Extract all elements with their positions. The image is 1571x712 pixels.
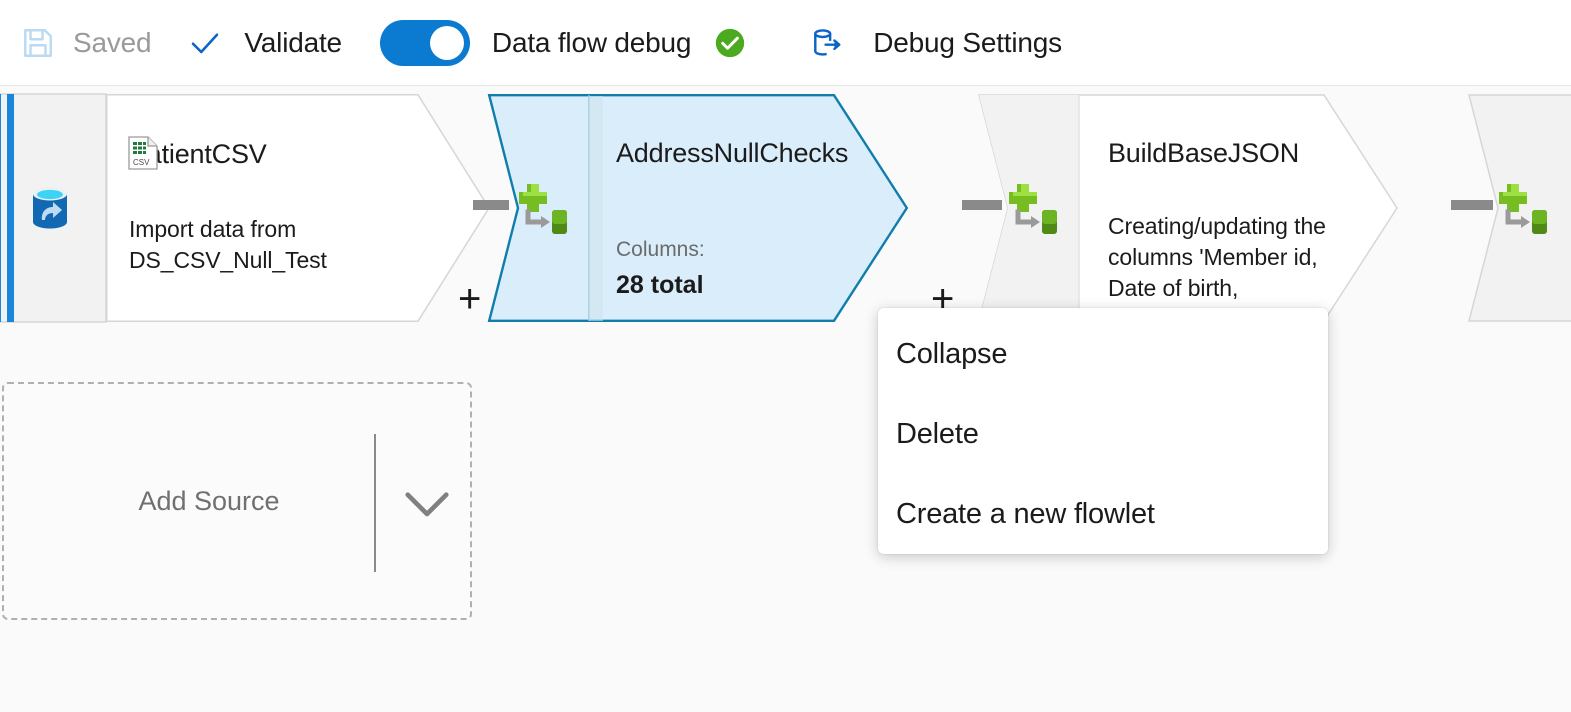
save-icon [20,25,56,61]
connector-addressnullchecks-to-buildbasejson [962,200,1002,210]
node-addressnullchecks-shape [487,94,909,322]
save-button[interactable]: Saved [16,0,155,86]
node-addressnullchecks[interactable]: AddressNullChecks Columns: 28 total + [487,94,954,322]
source-database-icon [24,182,76,238]
derived-column-icon [1492,178,1554,240]
node-next-shape [1468,94,1571,322]
data-flow-canvas[interactable]: PatientCSV CSV Import data from DS_CSV_N… [0,86,1571,712]
connector-buildbasejson-to-next [1451,200,1493,210]
add-source-divider [374,434,376,572]
node-clipped-source[interactable] [0,93,107,323]
add-source-label: Add Source [138,485,280,516]
data-flow-debug-group: Data flow debug [376,0,751,86]
add-source-button[interactable]: Add Source [2,382,472,620]
menu-item-delete[interactable]: Delete [878,394,1328,474]
database-export-icon [807,23,847,63]
debug-settings-label: Debug Settings [873,26,1062,58]
node-context-menu[interactable]: Collapse Delete Create a new flowlet [878,308,1328,554]
node-buildbasejson-shape [978,94,1398,322]
node-patientcsv-shape [106,94,490,322]
validate-label: Validate [244,26,342,58]
chevron-down-icon[interactable] [394,470,460,541]
menu-item-delete-label: Delete [896,417,979,450]
node-buildbasejson[interactable]: BuildBaseJSON Creating/updating the colu… [978,94,1398,322]
success-check-circle-icon [713,26,747,60]
debug-settings-button[interactable]: Debug Settings [803,0,1066,86]
menu-item-collapse[interactable]: Collapse [878,314,1328,394]
menu-item-create-flowlet[interactable]: Create a new flowlet [878,474,1328,554]
data-flow-debug-label: Data flow debug [491,26,692,58]
checkmark-icon [187,25,223,61]
menu-item-collapse-label: Collapse [896,337,1008,370]
node-patientcsv[interactable]: PatientCSV CSV Import data from DS_CSV_N… [106,94,490,322]
connector-patientcsv-to-addressnullchecks [473,200,509,210]
node-next[interactable] [1468,94,1571,322]
data-flow-debug-toggle[interactable] [379,19,470,66]
menu-item-create-flowlet-label: Create a new flowlet [896,497,1155,530]
save-label: Saved [73,26,152,58]
validate-button[interactable]: Validate [183,0,346,86]
toolbar: Saved Validate Data flow debug [0,0,1571,86]
